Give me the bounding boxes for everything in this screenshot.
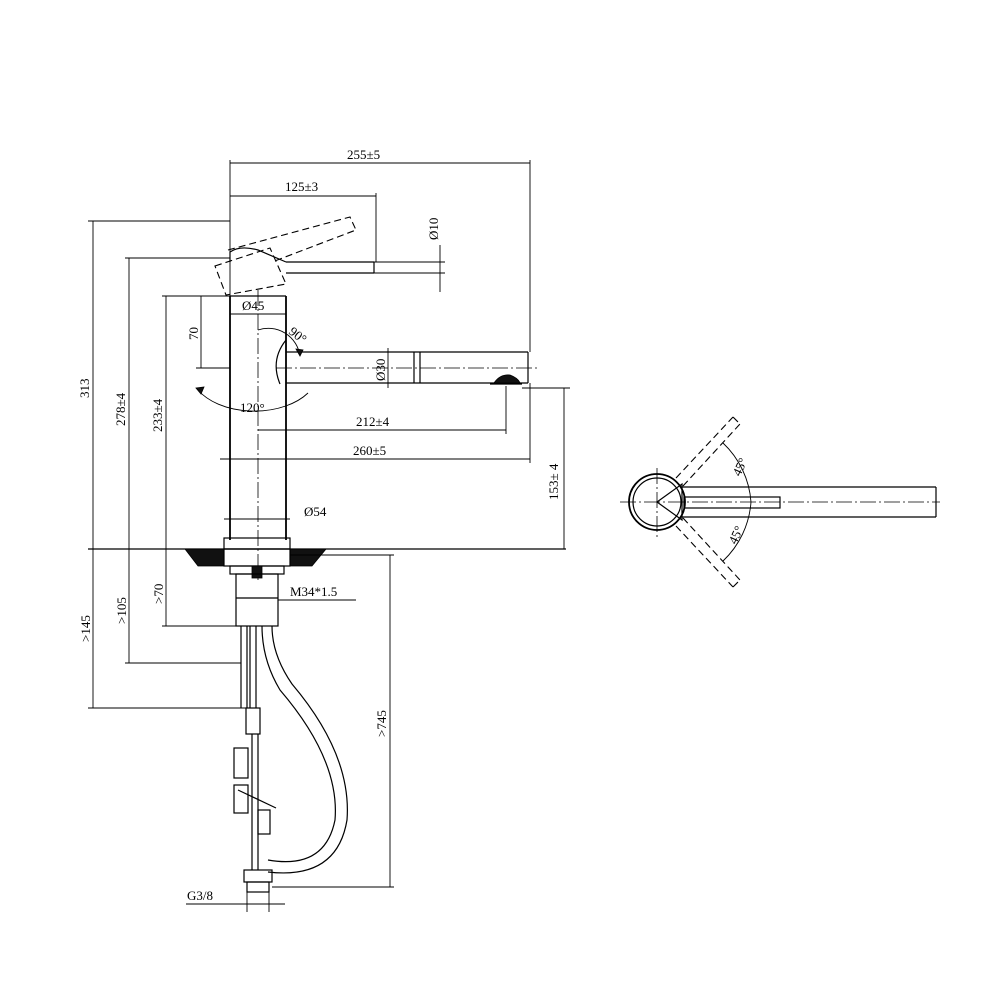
- dim-153: 153± 4: [522, 387, 570, 549]
- dim-233-label: 233±4: [150, 398, 165, 432]
- dim-body-diameter-label: Ø45: [242, 298, 264, 313]
- dim-260-label: 260±5: [353, 443, 386, 458]
- faucet-body: [223, 290, 291, 580]
- dim-313-label: 313: [77, 379, 92, 399]
- dim-255-label: 255±5: [347, 147, 380, 162]
- dim-233: 233±4: [150, 295, 230, 549]
- dim-70-below: >70: [151, 549, 236, 627]
- dim-105-label: >105: [114, 597, 129, 624]
- dim-278-label: 278±4: [113, 392, 128, 426]
- dim-745: >745: [272, 554, 394, 888]
- dim-70: 70: [186, 296, 230, 369]
- dim-thread-label: M34*1.5: [290, 584, 337, 599]
- plan-lower-angle-label: 45°: [725, 523, 746, 546]
- dim-313: 313: [77, 220, 230, 549]
- dim-70-below-label: >70: [151, 584, 166, 604]
- elevation-view: 255±5 125±3 Ø10 313 278±4 233±4: [77, 147, 570, 912]
- dim-105: >105: [114, 549, 241, 664]
- dim-145: >145: [78, 549, 246, 709]
- spout: [275, 339, 540, 385]
- dim-spout-diameter-label: Ø30: [373, 359, 388, 381]
- dim-212: 212±4: [258, 386, 507, 434]
- dim-base-diameter: Ø54: [224, 504, 327, 520]
- dim-153-label: 153± 4: [546, 463, 561, 500]
- dim-278: 278±4: [113, 257, 230, 549]
- dim-base-diameter-label: Ø54: [304, 504, 327, 519]
- swivel-angle-label: 120°: [240, 400, 265, 415]
- dim-212-label: 212±4: [356, 414, 390, 429]
- dim-lever-diameter-label: Ø10: [426, 218, 441, 240]
- dim-125-label: 125±3: [285, 179, 318, 194]
- spout-swivel-arc: [197, 389, 309, 412]
- dim-745-label: >745: [374, 710, 389, 737]
- supply-hose: [233, 625, 348, 893]
- dim-70-label: 70: [186, 327, 201, 340]
- dim-260: 260±5: [220, 383, 531, 463]
- dim-spout-diameter: Ø30: [373, 348, 389, 388]
- dim-thread: M34*1.5: [278, 584, 356, 601]
- lever-raised-position: [214, 216, 357, 296]
- lever-handle: [229, 247, 375, 274]
- dim-125: 125±3: [230, 179, 377, 262]
- dim-connection-label: G3/8: [187, 888, 213, 903]
- plan-upper-angle-label: 45°: [729, 455, 750, 478]
- dim-255: 255±5: [229, 147, 531, 352]
- plan-view: 45° 45°: [620, 416, 940, 588]
- dim-body-diameter: Ø45: [230, 298, 286, 315]
- dim-connection: G3/8: [186, 888, 285, 912]
- dim-145-label: >145: [78, 615, 93, 642]
- dim-lever-diameter: Ø10: [374, 218, 445, 292]
- lever-angle-label: 90°: [286, 324, 310, 347]
